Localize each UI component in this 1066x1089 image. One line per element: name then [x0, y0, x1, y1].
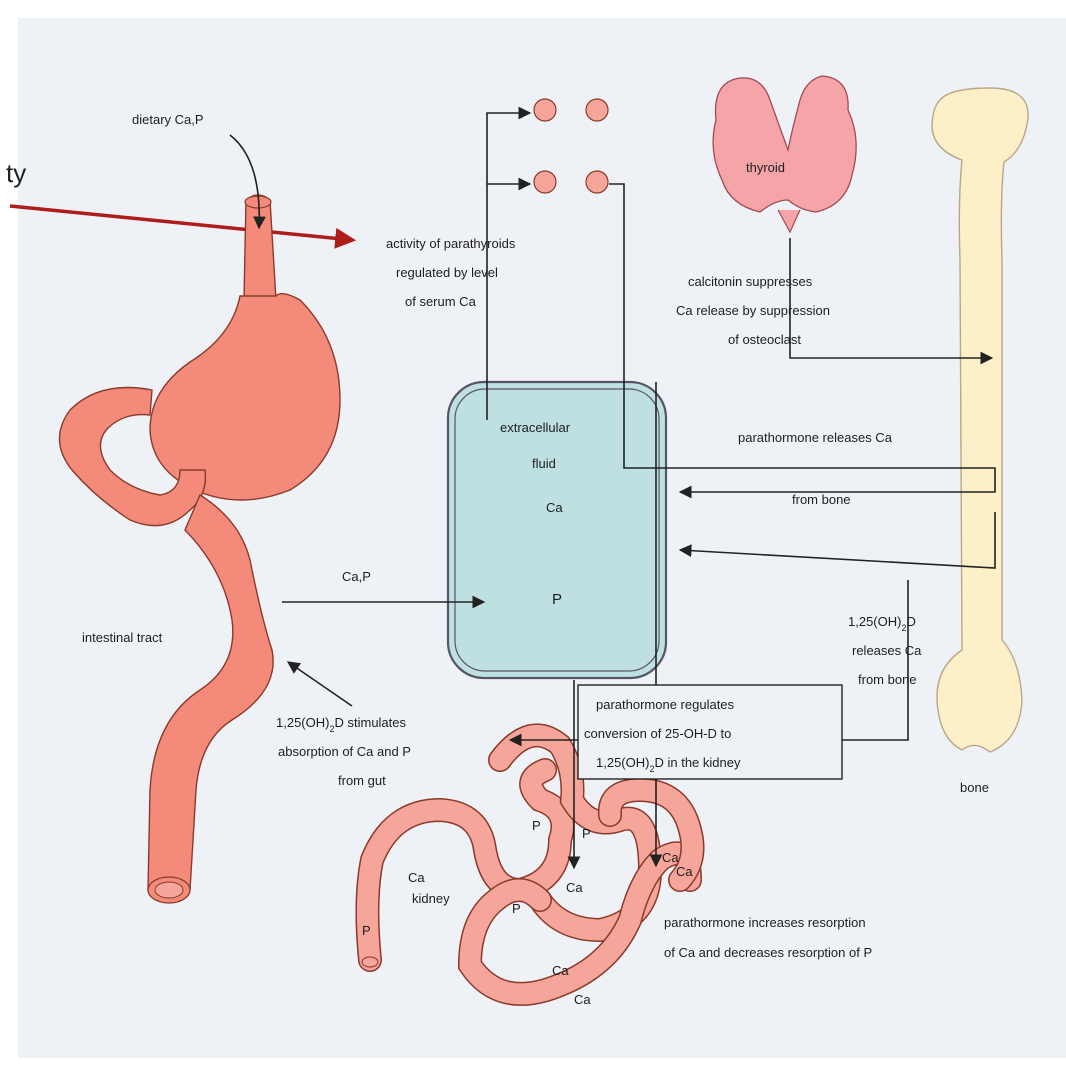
parathyroid-glands [534, 99, 608, 193]
tubule-letter: Ca [408, 870, 425, 885]
vitd-bone-line2: releases Ca [852, 643, 922, 658]
red-pointer-arrow [10, 206, 352, 240]
tubule-letter: P [362, 923, 371, 938]
dietary-label: dietary Ca,P [132, 112, 204, 127]
resorption-line1: parathormone increases resorption [664, 915, 866, 930]
bone-label: bone [960, 780, 989, 795]
tubule-letter: Ca [552, 963, 569, 978]
pth-kidney-line1: parathormone regulates [596, 697, 735, 712]
tubule-letter: P [512, 901, 521, 916]
pth-bone-label: parathormone releases Ca [738, 430, 893, 445]
pth-kidney-line2: conversion of 25-OH-D to [584, 726, 731, 741]
parathyroid-activity-line1: activity of parathyroids [386, 236, 516, 251]
tubule-letter: Ca [566, 880, 583, 895]
vitd-gut-line1: 1,25(OH)2D stimulates [276, 715, 407, 734]
from-bone-label: from bone [792, 492, 851, 507]
tubule-letter: Ca [676, 864, 693, 879]
calcitonin-line3: of osteoclast [728, 332, 801, 347]
tubule-letter: Ca [574, 992, 591, 1007]
tubule-letter: P [532, 818, 541, 833]
parathyroid-activity-line2: regulated by level [396, 265, 498, 280]
ecf-label-line2: fluid [532, 456, 556, 471]
intestinal-tract-label: intestinal tract [82, 630, 163, 645]
calcitonin-line2: Ca release by suppression [676, 303, 830, 318]
vitd-gut-line2: absorption of Ca and P [278, 744, 411, 759]
bone-illustration [932, 88, 1028, 752]
tubule-letter: Ca [662, 850, 679, 865]
thyroid-label: thyroid [746, 160, 785, 175]
kidney-label: kidney [412, 891, 450, 906]
resorption-line2: of Ca and decreases resorption of P [664, 945, 872, 960]
tubule-letter: P [582, 826, 591, 841]
vitd-bone-line3: from bone [858, 672, 917, 687]
intestinal-tract-illustration [59, 195, 340, 903]
ecf-label-line1: extracellular [500, 420, 571, 435]
vitd-bone-line1: 1,25(OH)2D [848, 614, 916, 633]
thyroid-illustration [713, 76, 856, 232]
parathyroid-activity-line3: of serum Ca [405, 294, 477, 309]
vitd-gut-line3: from gut [338, 773, 386, 788]
overlay-fragment-text: ty [6, 158, 26, 188]
ecf-p-label: P [552, 591, 562, 608]
ecf-ca-label: Ca [546, 500, 563, 515]
calcitonin-line1: calcitonin suppresses [688, 274, 813, 289]
gut-flow-label: Ca,P [342, 569, 371, 584]
